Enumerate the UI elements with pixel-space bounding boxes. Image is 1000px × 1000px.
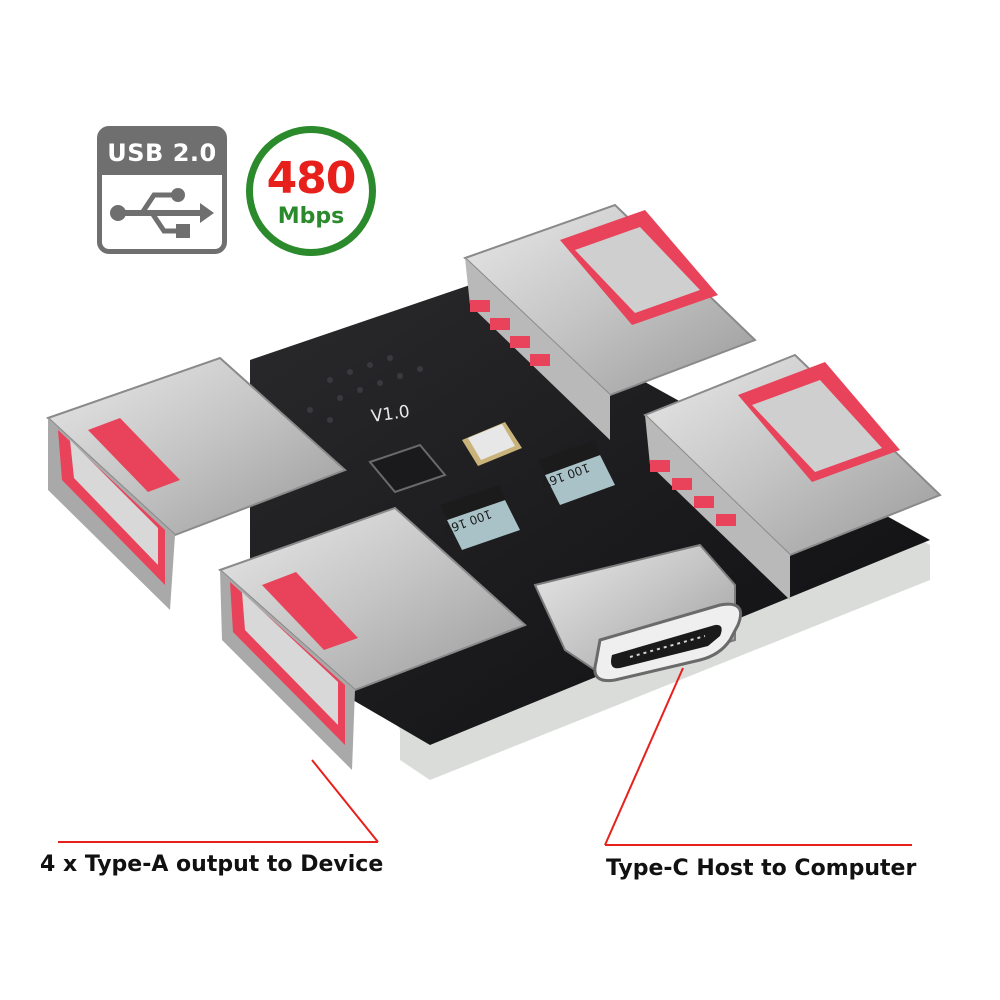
usb-2-badge: USB 2.0 [97,126,227,254]
speed-480-badge: 480 Mbps [246,126,376,256]
type-a-port-left [46,356,347,610]
type-c-callout-text: Type-C Host to Computer [606,856,917,881]
type-a-port-front [218,506,527,770]
type-a-port-top [463,203,757,440]
capacitor-left: 100 16V [440,485,520,550]
callout-line-type-c [604,667,912,846]
usb-version-label: USB 2.0 [102,131,222,175]
capacitor-right: 100 16V [538,440,615,505]
type-a-port-right [643,353,942,600]
type-c-connector [533,543,743,683]
speed-value: 480 [266,153,357,204]
usb-trident-icon [110,188,214,238]
type-a-callout-text: 4 x Type-A output to Device [40,852,384,877]
callout-line-type-a [58,759,379,843]
crystal-oscillator [462,422,522,466]
speed-unit: Mbps [277,204,345,229]
controller-chip [368,443,447,494]
